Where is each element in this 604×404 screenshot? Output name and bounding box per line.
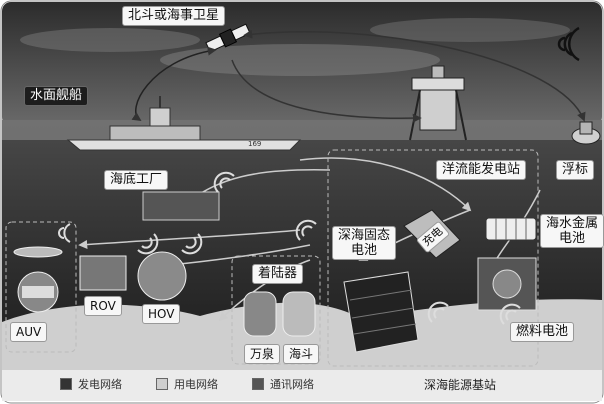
auv-group-box xyxy=(5,221,77,353)
legend-item-communication: 通讯网络 xyxy=(252,376,314,392)
surface-ship-label: 水面舰船 xyxy=(24,86,89,106)
wanquan-lander-image xyxy=(243,291,277,337)
hov-image xyxy=(137,251,187,301)
satellite-label: 北斗或海事卫星 xyxy=(122,6,226,26)
fuel-cell-label: 燃料电池 xyxy=(510,322,575,342)
hov-label: HOV xyxy=(142,304,181,324)
ship-hull-number: 169 xyxy=(248,140,261,148)
cloud xyxy=(20,28,200,52)
metal-battery-label: 海水金属 电池 xyxy=(540,214,604,248)
flow-line xyxy=(78,229,301,249)
metal-battery-label-line1: 海水金属 xyxy=(546,216,599,231)
deep-sea-base-label: 深海能源基站 xyxy=(424,378,497,392)
factory-image xyxy=(142,191,220,221)
legend-swatch xyxy=(60,378,72,390)
haidou-lander-image xyxy=(282,291,316,337)
buoy-icon xyxy=(571,121,601,145)
satellite-icon xyxy=(205,23,251,53)
wireless-signal-icon xyxy=(58,171,521,325)
base-station-group-box xyxy=(327,149,539,367)
metal-battery-icon xyxy=(485,217,537,241)
auv-label: AUV xyxy=(10,322,48,342)
fuel-cell-icon xyxy=(477,257,537,311)
lander-group-box xyxy=(231,255,321,365)
legend-label: 用电网络 xyxy=(174,378,218,391)
lander-label: 着陆器 xyxy=(252,264,304,284)
metal-battery-label-line2: 电池 xyxy=(558,231,585,246)
comm-link-satellite-platform xyxy=(231,59,422,123)
buoy-label: 浮标 xyxy=(556,160,595,180)
cloud xyxy=(160,44,440,76)
flow-line xyxy=(218,259,311,322)
auv-vehicle-icon xyxy=(13,246,63,313)
solid-state-battery-label-line1: 深海固态 xyxy=(338,228,391,243)
solid-state-battery-icon xyxy=(343,271,419,353)
haidou-label: 海斗 xyxy=(283,344,320,364)
factory-label: 海底工厂 xyxy=(104,170,169,190)
rov-image xyxy=(79,255,127,291)
legend: 发电网络 用电网络 通讯网络 xyxy=(60,376,314,392)
sea-surface xyxy=(2,120,602,140)
legend-swatch xyxy=(252,378,264,390)
rov-label: ROV xyxy=(84,296,122,316)
comm-link-ship-satellite xyxy=(131,46,217,122)
legend-item-power-consumption: 用电网络 xyxy=(156,376,218,392)
legend-label: 通讯网络 xyxy=(270,378,314,391)
ocean-current-station-label: 洋流能发电站 xyxy=(436,160,527,180)
legend-swatch xyxy=(156,378,168,390)
legend-label: 发电网络 xyxy=(78,378,122,391)
legend-strip xyxy=(2,370,602,401)
solid-state-battery-label-line2: 电池 xyxy=(351,243,378,258)
legend-item-power-generation: 发电网络 xyxy=(60,376,122,392)
solid-state-battery-label: 深海固态 电池 xyxy=(332,226,397,260)
comm-link-satellite-buoy xyxy=(243,29,586,122)
wanquan-label: 万泉 xyxy=(244,344,281,364)
